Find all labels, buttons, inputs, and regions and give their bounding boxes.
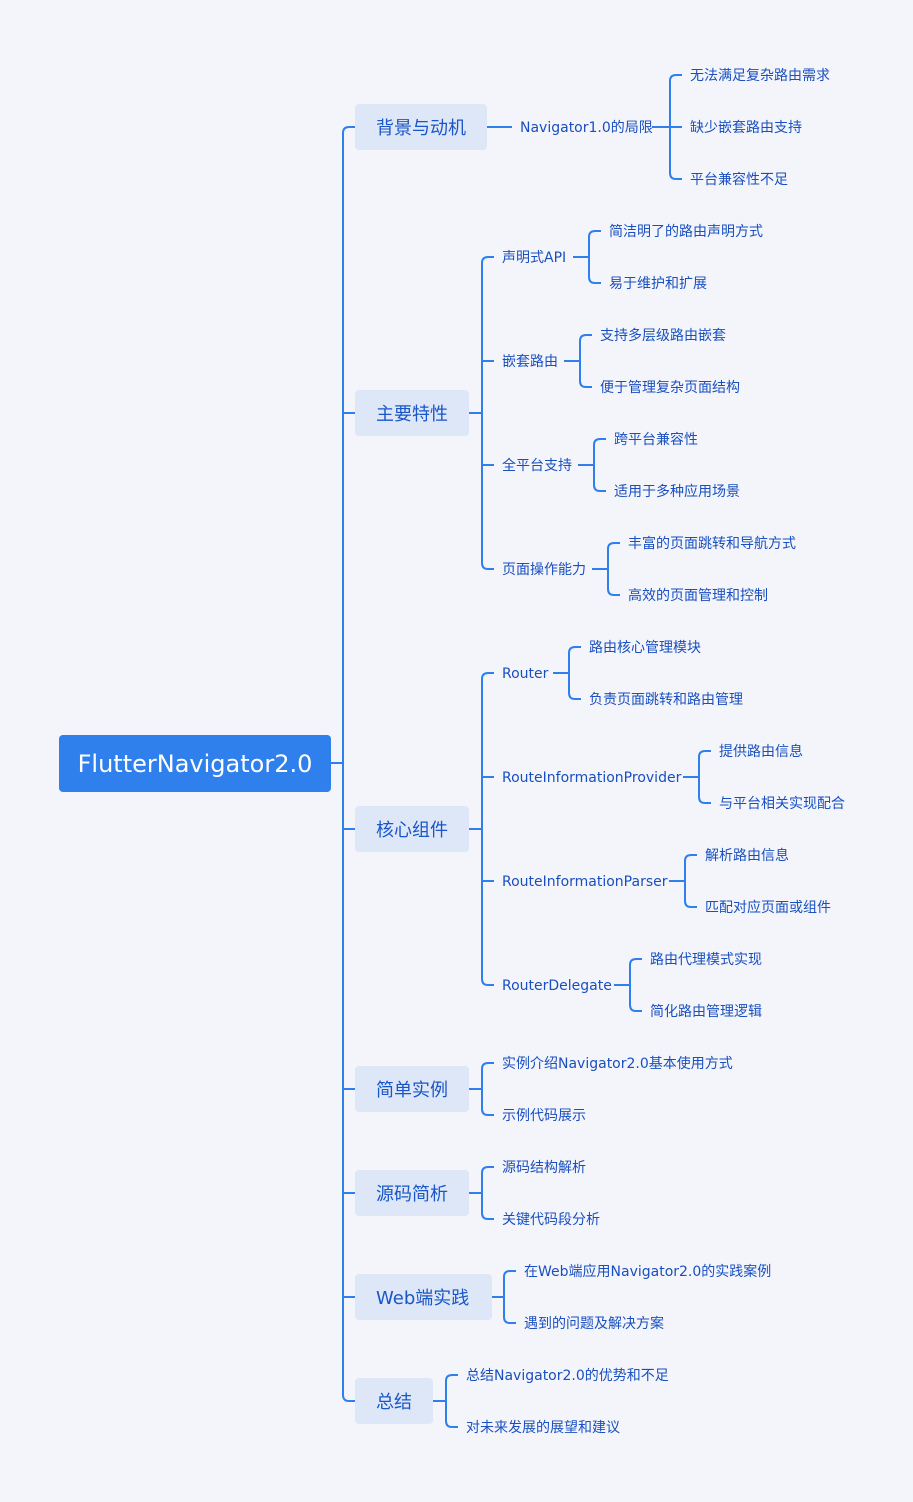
router-connector-branch-1 <box>568 692 581 700</box>
example-connector-branch-0 <box>481 1062 494 1070</box>
summary-connector-branch-0 <box>445 1374 458 1382</box>
leaf-web-problems: 遇到的问题及解决方案 <box>524 1315 664 1332</box>
delegate-connector-branch-0 <box>629 958 642 966</box>
branch-box-source-analysis <box>355 1170 469 1216</box>
node-page-operation: 页面操作能力 <box>502 562 586 578</box>
pageop-connector-branch-1 <box>607 588 620 596</box>
leaf-summary-pros-cons: 总结Navigator2.0的优势和不足 <box>466 1368 669 1384</box>
node-route-info-provider: RouteInformationProvider <box>502 770 682 786</box>
features-connector-branch-3 <box>481 562 494 570</box>
provider-connector-branch-1 <box>698 796 711 804</box>
node-router: Router <box>502 666 549 682</box>
leaf-provide-info: 提供路由信息 <box>719 743 803 760</box>
nav1-connector-branch-2 <box>669 172 682 180</box>
web-connector-branch-0 <box>503 1270 516 1278</box>
branch-label-web-practice: Web端实践 <box>376 1288 469 1309</box>
branch-box-web-practice <box>355 1274 492 1320</box>
branch-box-core-components <box>355 806 469 852</box>
example-connector-branch-1 <box>481 1108 494 1116</box>
branch-box-features <box>355 390 469 436</box>
nested-connector-branch-1 <box>579 380 592 388</box>
node-route-info-parser: RouteInformationParser <box>502 874 668 890</box>
branch-label-simple-example: 简单实例 <box>376 1080 448 1101</box>
root-connector-branch-6 <box>342 1394 355 1402</box>
node-navigator1-limits: Navigator1.0的局限 <box>520 120 653 136</box>
leaf-parse-info: 解析路由信息 <box>705 847 789 864</box>
leaf-no-nested-routing: 缺少嵌套路由支持 <box>690 120 802 136</box>
cross-connector-branch-0 <box>593 438 606 446</box>
branch-box-simple-example <box>355 1066 469 1112</box>
leaf-router-core: 路由核心管理模块 <box>589 640 701 656</box>
leaf-easy-maintain: 易于维护和扩展 <box>609 276 707 292</box>
leaf-simplify-logic: 简化路由管理逻辑 <box>650 1003 762 1020</box>
leaf-efficient-management: 高效的页面管理和控制 <box>628 587 768 604</box>
leaf-concise-declaration: 简洁明了的路由声明方式 <box>609 223 763 240</box>
leaf-rich-navigation: 丰富的页面跳转和导航方式 <box>628 535 796 552</box>
leaf-delegate-pattern: 路由代理模式实现 <box>650 952 762 968</box>
pageop-connector-branch-0 <box>607 542 620 550</box>
nested-connector-branch-0 <box>579 334 592 342</box>
branch-label-source-analysis: 源码简析 <box>376 1184 448 1205</box>
root-connector-branch-0 <box>342 126 355 134</box>
source-connector-branch-0 <box>481 1166 494 1174</box>
leaf-multi-level: 支持多层级路由嵌套 <box>600 327 726 344</box>
core-connector-branch-3 <box>481 978 494 986</box>
leaf-summary-outlook: 对未来发展的展望和建议 <box>466 1420 620 1436</box>
summary-connector-branch-1 <box>445 1420 458 1428</box>
leaf-match-page: 匹配对应页面或组件 <box>705 899 831 916</box>
branch-box-summary <box>355 1378 433 1424</box>
nav1-connector-branch-0 <box>669 74 682 82</box>
branch-label-summary: 总结 <box>376 1392 412 1413</box>
leaf-platform-compat: 平台兼容性不足 <box>690 171 788 188</box>
connector-lines <box>331 74 711 1428</box>
node-cross-platform: 全平台支持 <box>502 457 572 474</box>
leaf-manage-complex: 便于管理复杂页面结构 <box>600 379 740 396</box>
node-router-delegate: RouterDelegate <box>502 978 612 994</box>
web-connector-branch-1 <box>503 1316 516 1324</box>
root-node-label: FlutterNavigator2.0 <box>78 750 313 778</box>
leaf-complex-routing: 无法满足复杂路由需求 <box>690 67 830 84</box>
source-connector-branch-1 <box>481 1212 494 1220</box>
declarative-connector-branch-0 <box>588 230 601 238</box>
declarative-connector-branch-1 <box>588 276 601 284</box>
cross-connector-branch-1 <box>593 484 606 492</box>
parser-connector-branch-1 <box>684 900 697 908</box>
leaf-platform-impl: 与平台相关实现配合 <box>719 796 845 812</box>
leaf-cross-compat: 跨平台兼容性 <box>614 431 698 448</box>
router-connector-branch-0 <box>568 646 581 654</box>
delegate-connector-branch-1 <box>629 1004 642 1012</box>
leaf-source-structure: 源码结构解析 <box>502 1160 586 1176</box>
parser-connector-branch-0 <box>684 854 697 862</box>
branch-label-core-components: 核心组件 <box>376 820 448 841</box>
leaf-key-code: 关键代码段分析 <box>502 1212 600 1228</box>
leaf-example-code: 示例代码展示 <box>502 1108 586 1124</box>
root-node-box <box>59 735 331 792</box>
leaf-web-case: 在Web端应用Navigator2.0的实践案例 <box>524 1263 771 1280</box>
leaf-multi-scenario: 适用于多种应用场景 <box>614 483 740 500</box>
features-connector-branch-0 <box>481 256 494 264</box>
core-connector-branch-0 <box>481 672 494 680</box>
node-declarative-api: 声明式API <box>502 250 566 266</box>
leaf-example-intro: 实例介绍Navigator2.0基本使用方式 <box>502 1055 733 1072</box>
provider-connector-branch-0 <box>698 750 711 758</box>
leaf-router-responsible: 负责页面跳转和路由管理 <box>589 692 743 708</box>
branch-box-background <box>355 104 487 150</box>
node-nested-routing: 嵌套路由 <box>502 354 558 370</box>
branch-label-features: 主要特性 <box>376 404 448 425</box>
branch-label-background: 背景与动机 <box>376 118 466 139</box>
